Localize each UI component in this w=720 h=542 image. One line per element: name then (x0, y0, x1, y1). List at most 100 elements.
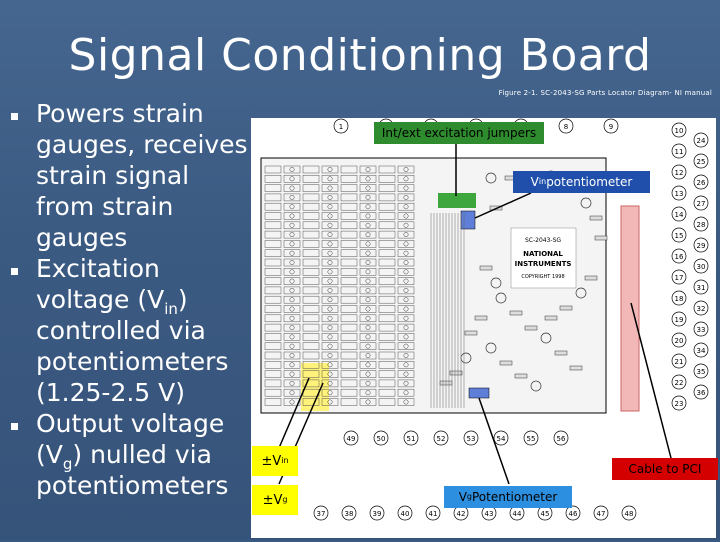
terminal-cell (340, 175, 358, 183)
terminal-screw (327, 213, 333, 219)
terminal-cell (397, 286, 415, 295)
terminal-screw (365, 213, 371, 219)
terminal-screw (365, 241, 371, 247)
terminal-cell (378, 277, 396, 285)
terminal-cell (283, 249, 301, 257)
terminal-cell (302, 193, 320, 202)
callout-number: 40 (401, 510, 410, 518)
terminal-cell (321, 388, 339, 397)
terminal-screw (327, 269, 333, 275)
capacitor (580, 197, 592, 209)
label-text: V (458, 490, 467, 504)
terminal-cell (378, 230, 396, 239)
terminal-cell (264, 268, 282, 276)
terminal-screw (289, 213, 295, 219)
callout-number: 23 (675, 400, 684, 408)
capacitor (485, 342, 497, 354)
terminal-cell (302, 277, 320, 285)
callout-circle (463, 430, 479, 446)
terminal-cell (321, 268, 339, 276)
terminal-screw (403, 390, 409, 396)
terminal-cell (340, 351, 358, 360)
callout-circle (558, 118, 574, 134)
callout-number: 20 (675, 337, 684, 345)
board-logo-area (510, 227, 577, 289)
terminal-screw (327, 399, 333, 405)
terminal-cell (378, 314, 396, 323)
terminal-cell (397, 175, 415, 183)
callout-circle (671, 374, 687, 390)
terminal-cell (359, 184, 377, 192)
resistor (559, 305, 573, 311)
terminal-cell (359, 398, 377, 406)
terminal-cell (340, 202, 358, 211)
terminal-cell (302, 295, 320, 304)
terminal-cell (378, 295, 396, 304)
terminal-cell (264, 379, 282, 388)
terminal-cell (378, 212, 396, 220)
bullet-text: Powers strain gauges, receives strain si… (36, 99, 248, 252)
terminal-screw (327, 362, 333, 368)
terminal-cell (302, 240, 320, 248)
terminal-cell (340, 286, 358, 295)
terminal-screw (327, 176, 333, 182)
figure-caption: Figure 2-1. SC-2043-SG Parts Locator Dia… (498, 89, 712, 97)
terminal-cell (264, 258, 282, 267)
label-text: ±V (262, 492, 283, 508)
terminal-cell (359, 221, 377, 230)
terminal-screw (365, 176, 371, 182)
terminal-cell (340, 323, 358, 332)
callout-circle (493, 430, 509, 446)
connector-highlight (620, 205, 640, 412)
terminal-cell (378, 305, 396, 313)
terminal-screw (365, 297, 371, 303)
terminal-screw (365, 278, 371, 284)
callout-number: 15 (675, 232, 684, 240)
callout-number: 51 (407, 435, 416, 443)
callout-circle (553, 430, 569, 446)
terminal-screw (327, 315, 333, 321)
terminal-cell (397, 249, 415, 257)
terminal-cell (397, 388, 415, 397)
callout-number: 44 (513, 510, 522, 518)
terminal-screw (289, 287, 295, 293)
callout-number: 32 (697, 305, 706, 313)
terminal-cell (397, 295, 415, 304)
terminal-cell (359, 268, 377, 276)
callout-number: 34 (697, 347, 706, 355)
terminal-screw (365, 287, 371, 293)
terminal-screw (289, 250, 295, 256)
terminal-cell (264, 314, 282, 323)
terminal-cell (397, 342, 415, 350)
callout-circle (671, 164, 687, 180)
terminal-cell (264, 240, 282, 248)
capacitor (530, 380, 542, 392)
terminal-cell (302, 323, 320, 332)
terminal-cell (302, 370, 320, 378)
callout-circle (671, 290, 687, 306)
terminal-cell (264, 202, 282, 211)
terminal-cell (302, 202, 320, 211)
terminal-cell (321, 295, 339, 304)
terminal-cell (378, 268, 396, 276)
terminal-cell (397, 202, 415, 211)
terminal-cell (264, 175, 282, 183)
terminal-cell (283, 361, 301, 369)
terminal-screw (403, 176, 409, 182)
terminal-cell (397, 184, 415, 192)
callout-circle (603, 118, 619, 134)
terminal-screw (289, 167, 295, 172)
callout-circle (593, 505, 609, 521)
terminal-cell (264, 212, 282, 220)
terminal-screw (403, 380, 409, 386)
terminal-cell (321, 212, 339, 220)
terminal-screw (403, 185, 409, 191)
terminal-cell (340, 361, 358, 369)
terminal-cell (321, 240, 339, 248)
subscript: g (62, 455, 73, 473)
callout-number: 9 (609, 123, 613, 131)
terminal-screw (365, 222, 371, 228)
terminal-cell (321, 286, 339, 295)
terminal-cell (283, 230, 301, 239)
terminal-screw (289, 343, 295, 349)
